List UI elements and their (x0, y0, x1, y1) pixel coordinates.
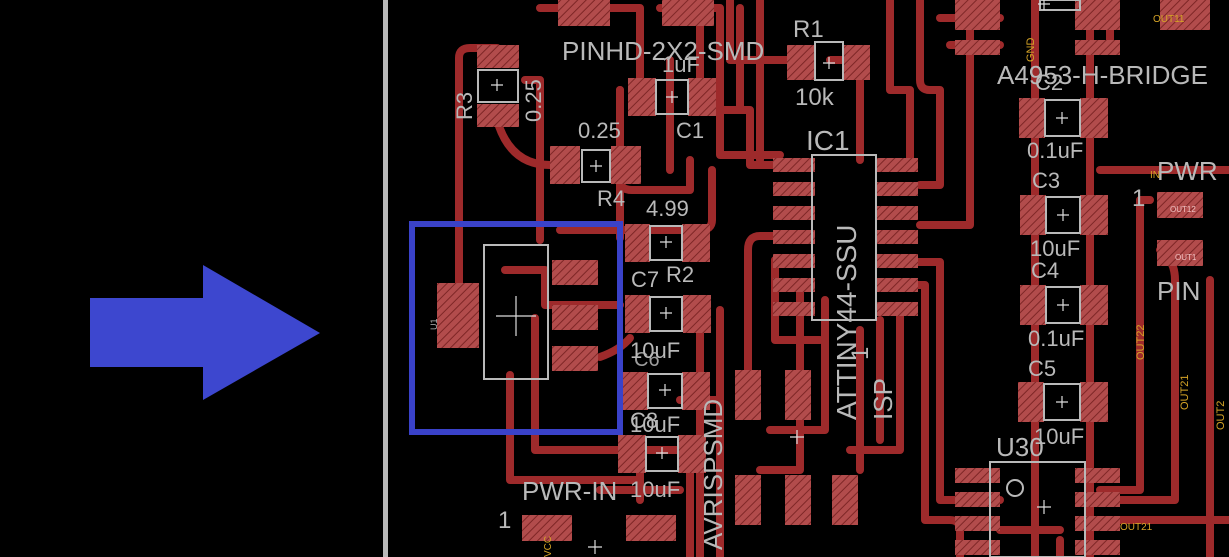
label-c4: C4 (1031, 258, 1059, 283)
label-c7: C7 (631, 267, 659, 292)
label-r3: R3 (452, 92, 477, 120)
net-out21-bottom: OUT21 (1120, 522, 1153, 533)
label-ic1: IC1 (806, 125, 850, 156)
label-isp: ISP (868, 378, 898, 420)
label-pwr-in-pin: 1 (498, 507, 511, 534)
board-edge-line (383, 0, 388, 557)
label-c8: C8 (630, 408, 658, 433)
label-r1: R1 (793, 16, 824, 43)
label-r2-value: 4.99 (646, 196, 689, 221)
label-c3-value: 10uF (1030, 236, 1080, 261)
net-out1: OUT1 (1175, 253, 1197, 262)
label-c5-value: 10uF (1034, 424, 1084, 449)
label-u30: U30 (996, 432, 1044, 462)
net-vcc: VCC (543, 536, 554, 557)
component-pads (437, 0, 1210, 555)
label-r1-value: 10k (795, 84, 835, 111)
label-pin: PIN (1157, 276, 1200, 306)
label-c1: C1 (676, 118, 704, 143)
label-c2-value: 0.1uF (1027, 138, 1083, 163)
net-out11: OUT11 (1153, 14, 1185, 25)
label-c5: C5 (1028, 356, 1056, 381)
net-gnd: GND (1025, 38, 1037, 63)
label-c3: C3 (1032, 168, 1060, 193)
label-pwr: PWR (1157, 156, 1218, 186)
label-c4-value: 0.1uF (1028, 326, 1084, 351)
label-r3-value: 0.25 (521, 79, 546, 122)
label-u1: U1 (429, 318, 439, 330)
label-pwr-in: PWR-IN (522, 476, 617, 506)
label-c6-value: 10uF (630, 338, 680, 363)
origin-crosses (491, 0, 1069, 554)
label-c1-value: 1uF (662, 52, 700, 77)
right-arrow-icon (90, 265, 320, 400)
label-ic1-part: ATTINY44-SSU (831, 224, 862, 420)
silkscreen-outlines (477, 0, 1086, 557)
net-out21: OUT21 (1179, 375, 1191, 410)
silkscreen-labels: PINHD-2X2-SMD R1 10k 1uF C1 R3 0.25 0.25… (429, 16, 1218, 550)
label-hbridge: A4953-H-BRIDGE (997, 60, 1208, 90)
label-pwr-in-value: 10uF (630, 477, 680, 502)
net-labels: OUT11 OUT12 OUT22 OUT21 OUT21 OUT2 OUT1 … (543, 14, 1227, 557)
selection-highlight-box[interactable] (409, 221, 623, 435)
net-out2: OUT2 (1215, 401, 1227, 430)
net-in: IN (1150, 170, 1160, 181)
net-out22: OUT22 (1135, 325, 1147, 360)
label-pwr-pin: 1 (1132, 185, 1145, 212)
label-c8-value: 10uF (630, 412, 680, 437)
label-pinhd: PINHD-2X2-SMD (562, 36, 764, 66)
label-r4: R4 (597, 186, 625, 211)
label-r2: R2 (666, 262, 694, 287)
net-out12: OUT12 (1170, 205, 1196, 214)
label-r4-value: 0.25 (578, 118, 621, 143)
label-c2: C2 (1035, 70, 1063, 95)
label-c6: C6 (634, 349, 660, 371)
label-avrisp: AVRISPSMD (698, 399, 728, 550)
label-isp-pin: 1 (847, 347, 874, 360)
